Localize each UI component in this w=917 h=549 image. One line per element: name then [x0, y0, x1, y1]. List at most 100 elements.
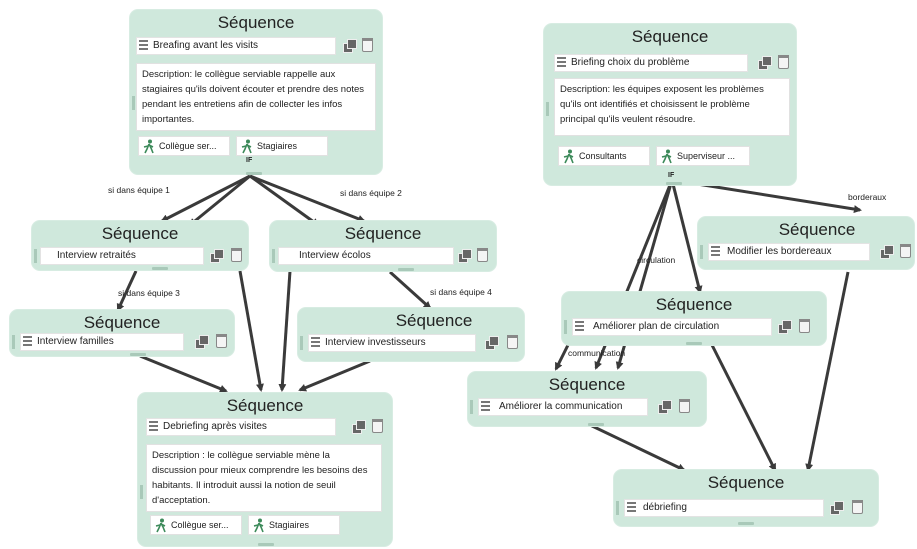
node-title: Séquence — [83, 313, 161, 332]
trash-icon[interactable] — [507, 335, 518, 349]
trash-icon[interactable] — [216, 334, 227, 348]
if-gate-label: IF — [246, 157, 253, 164]
trash-icon[interactable] — [362, 38, 373, 52]
edge-n10-n11 — [589, 423, 686, 472]
copy-icon[interactable] — [758, 56, 772, 70]
node-name-field[interactable]: Améliorer plan de circulation — [572, 318, 772, 336]
list-icon — [23, 336, 32, 346]
node-briefing-probleme[interactable]: Séquence Briefing choix du problème Desc… — [544, 24, 796, 185]
edge-label-bordereaux: borderaux — [848, 192, 887, 202]
person-walking-icon — [253, 518, 264, 533]
actor-chip[interactable]: Stagiaires — [248, 515, 340, 535]
edge-n7-n9 — [670, 179, 703, 294]
actor-chip[interactable]: Consultants — [558, 146, 650, 166]
bottom-handle[interactable] — [666, 182, 682, 185]
left-handle[interactable] — [140, 485, 143, 499]
node-name-field[interactable]: Interview familles — [20, 333, 184, 351]
edge-n3-n5 — [388, 270, 432, 310]
bottom-handle[interactable] — [246, 172, 262, 175]
actor-chip[interactable]: Superviseur ... — [656, 146, 750, 166]
left-handle[interactable] — [546, 102, 549, 116]
description-box[interactable]: Description: le collègue serviable rappe… — [136, 63, 376, 131]
actor-chip[interactable]: Collègue ser... — [138, 136, 230, 156]
node-name-field[interactable]: Interview investisseurs — [308, 334, 476, 352]
actor-chip[interactable]: Stagiaires — [236, 136, 328, 156]
node-briefing-visits[interactable]: Séquence Breafing avant les visits Descr… — [130, 10, 382, 175]
node-debriefing-visites[interactable]: Séquence Debriefing après visites Descri… — [138, 393, 392, 546]
copy-icon[interactable] — [485, 336, 499, 350]
trash-icon[interactable] — [231, 248, 242, 262]
copy-icon[interactable] — [880, 245, 894, 259]
copy-icon[interactable] — [658, 400, 672, 414]
bottom-handle[interactable] — [738, 522, 754, 525]
person-walking-icon — [155, 518, 166, 533]
bottom-handle[interactable] — [398, 268, 414, 271]
actor-chip[interactable]: Collègue ser... — [150, 515, 242, 535]
person-walking-icon — [563, 149, 574, 164]
trash-icon[interactable] — [778, 55, 789, 69]
node-plan-circulation[interactable]: Séquence Améliorer plan de circulation — [562, 292, 826, 345]
actor-name: Stagiaires — [269, 520, 310, 530]
node-name-field[interactable]: Améliorer la communication — [478, 398, 648, 416]
left-handle[interactable] — [470, 400, 473, 414]
trash-icon[interactable] — [372, 419, 383, 433]
bottom-handle[interactable] — [686, 342, 702, 345]
edge-n3-n6 — [278, 270, 292, 392]
copy-icon[interactable] — [352, 420, 366, 434]
left-handle[interactable] — [34, 249, 37, 263]
list-icon — [711, 246, 720, 256]
node-name-field[interactable]: Debriefing après visites — [146, 418, 336, 436]
trash-icon[interactable] — [679, 399, 690, 413]
edge-n2-n6 — [238, 270, 264, 392]
description-box[interactable]: Description: les équipes exposent les pr… — [554, 78, 790, 136]
left-handle[interactable] — [700, 245, 703, 259]
actor-name: Stagiaires — [257, 141, 298, 151]
node-communication[interactable]: Séquence Améliorer la communication — [468, 372, 706, 426]
node-title: Séquence — [101, 224, 179, 243]
copy-icon[interactable] — [830, 501, 844, 515]
bottom-handle[interactable] — [130, 353, 146, 356]
node-name-field[interactable]: Interview retraités — [40, 247, 204, 265]
node-name-field[interactable]: débriefing — [624, 499, 824, 517]
node-name-field[interactable]: Breafing avant les visits — [136, 37, 336, 55]
actor-name: Collègue ser... — [171, 520, 229, 530]
left-handle[interactable] — [300, 336, 303, 350]
left-handle[interactable] — [564, 320, 567, 334]
left-handle[interactable] — [272, 249, 275, 263]
list-icon — [627, 502, 636, 512]
trash-icon[interactable] — [477, 248, 488, 262]
copy-icon[interactable] — [210, 249, 224, 263]
bottom-handle[interactable] — [258, 543, 274, 546]
copy-icon[interactable] — [458, 249, 472, 263]
node-modifier-bordereaux[interactable]: Séquence Modifier les bordereaux — [698, 217, 914, 269]
node-name-field[interactable]: Interview écolos — [278, 247, 454, 265]
node-title: Séquence — [226, 396, 304, 415]
copy-icon[interactable] — [343, 39, 357, 53]
node-interview-familles[interactable]: Séquence Interview familles — [10, 310, 234, 356]
edge-label-communication: communication — [568, 348, 626, 358]
node-name-field[interactable]: Briefing choix du problème — [554, 54, 748, 72]
edge-n9-n10 — [554, 344, 570, 371]
list-icon — [481, 401, 490, 411]
trash-icon[interactable] — [900, 244, 911, 258]
node-debriefing[interactable]: Séquence débriefing — [614, 470, 878, 526]
left-handle[interactable] — [616, 501, 619, 515]
node-interview-ecolos[interactable]: Séquence Interview écolos — [270, 221, 496, 271]
edge-n4-n6 — [139, 354, 228, 393]
trash-icon[interactable] — [852, 500, 863, 514]
actor-name: Collègue ser... — [159, 141, 217, 151]
node-name-field[interactable]: Modifier les bordereaux — [708, 243, 870, 261]
if-gate-label: IF — [668, 172, 675, 179]
description-box[interactable]: Description : le collègue serviable mène… — [146, 444, 382, 512]
bottom-handle[interactable] — [152, 267, 168, 270]
edge-n1-n2 — [160, 174, 251, 223]
node-interview-investisseurs[interactable]: Séquence Interview investisseurs — [298, 308, 524, 361]
edge-label-team3: si dans équipe 3 — [118, 288, 180, 298]
left-handle[interactable] — [132, 96, 135, 110]
bottom-handle[interactable] — [588, 423, 604, 426]
node-interview-retraites[interactable]: Séquence Interview retraités — [32, 221, 248, 270]
copy-icon[interactable] — [778, 320, 792, 334]
left-handle[interactable] — [12, 335, 15, 349]
trash-icon[interactable] — [799, 319, 810, 333]
copy-icon[interactable] — [195, 335, 209, 349]
